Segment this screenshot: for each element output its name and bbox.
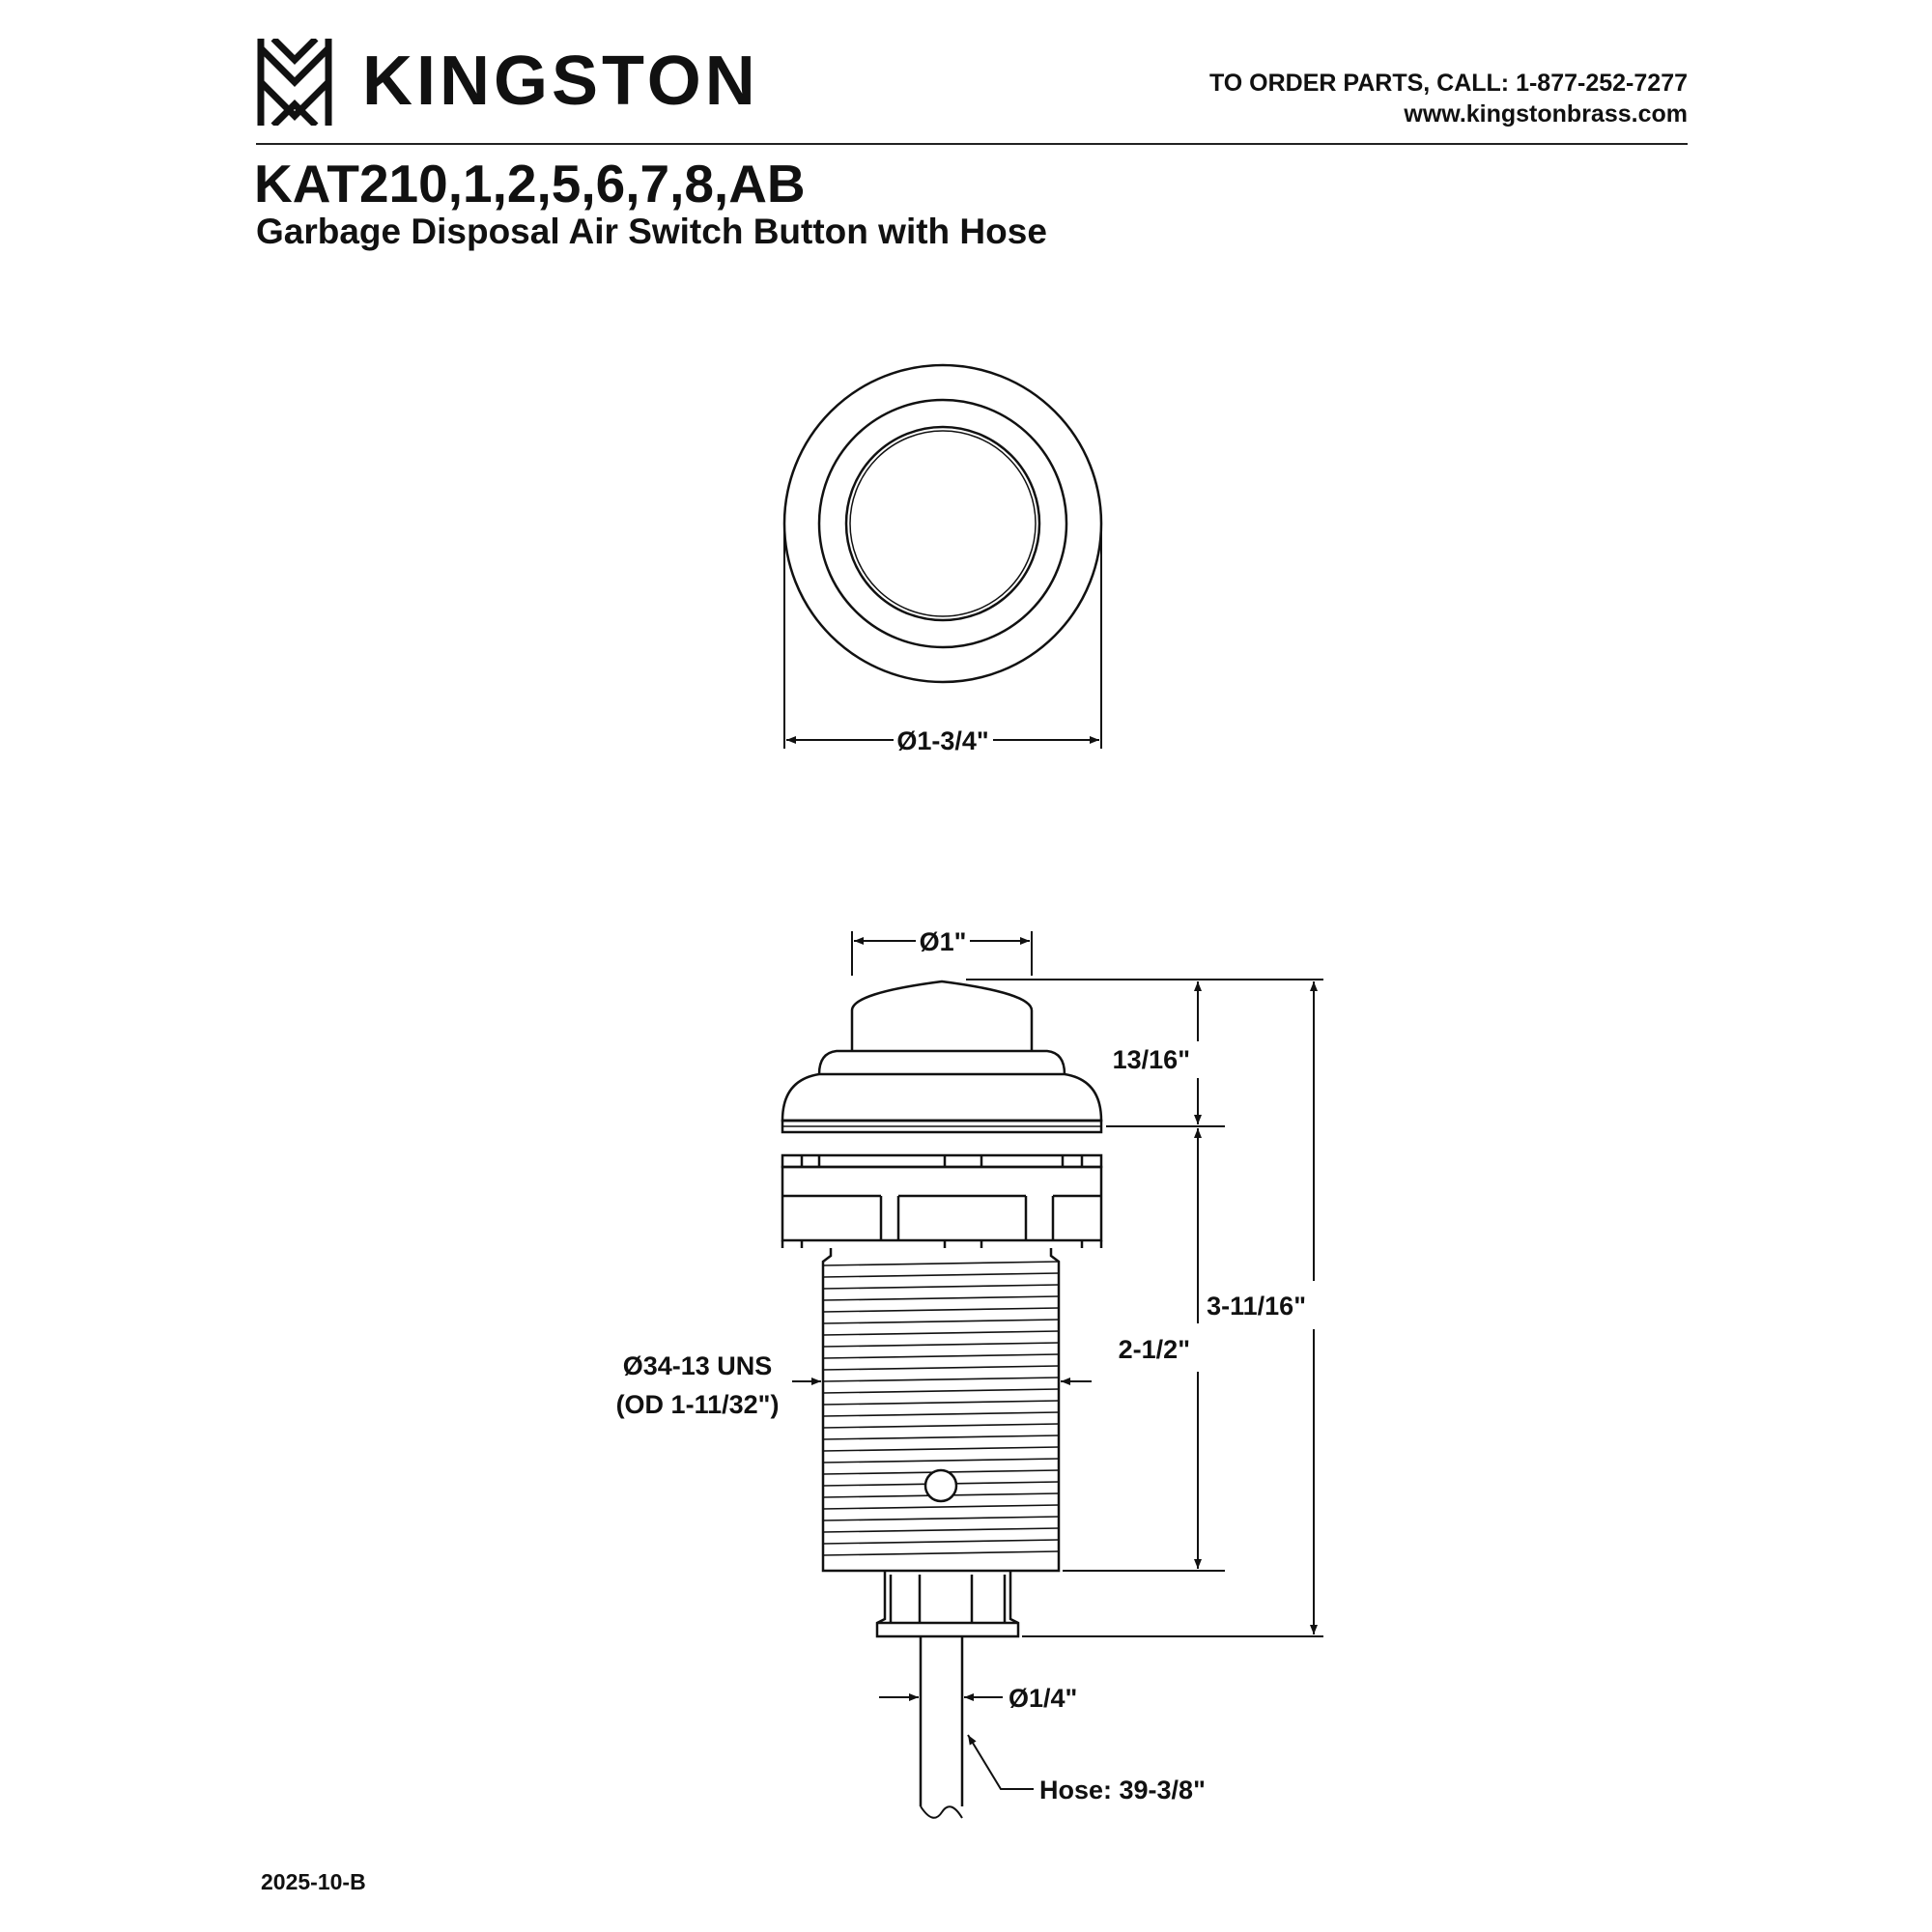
button-diameter-label: Ø1" <box>920 927 967 956</box>
thread-od-label: (OD 1-11/32") <box>616 1390 780 1419</box>
model-number: KAT210,1,2,5,6,7,8,AB <box>254 154 806 213</box>
contact-info: TO ORDER PARTS, CALL: 1-877-252-7277 www… <box>1209 68 1688 129</box>
overall-height-label: 3-11/16" <box>1207 1292 1306 1321</box>
order-phone: TO ORDER PARTS, CALL: 1-877-252-7277 <box>1208 70 1688 97</box>
website-link[interactable]: www.kingstonbrass.com <box>1404 100 1688 128</box>
product-description: Garbage Disposal Air Switch Button with … <box>256 212 1047 251</box>
revision-code: 2025-10-B <box>261 1869 366 1894</box>
thread-lines <box>822 1261 1060 1556</box>
hose-length-label: Hose: 39-3/8" <box>1039 1776 1206 1804</box>
cap-height-label: 13/16" <box>1113 1045 1190 1074</box>
side-view <box>781 980 1103 1819</box>
top-diameter-label: Ø1-3/4" <box>896 726 988 755</box>
brand-logo <box>256 39 333 126</box>
brand-name: KINGSTON <box>362 43 759 120</box>
header-divider <box>256 143 1688 145</box>
thread-length-label: 2-1/2" <box>1119 1335 1190 1364</box>
kingston-logo-icon <box>257 39 332 126</box>
hose-diameter-label: Ø1/4" <box>1009 1684 1077 1713</box>
thread-spec-label: Ø34-13 UNS <box>623 1351 773 1380</box>
dimension-lines <box>792 931 1323 1790</box>
top-view <box>782 363 1103 749</box>
